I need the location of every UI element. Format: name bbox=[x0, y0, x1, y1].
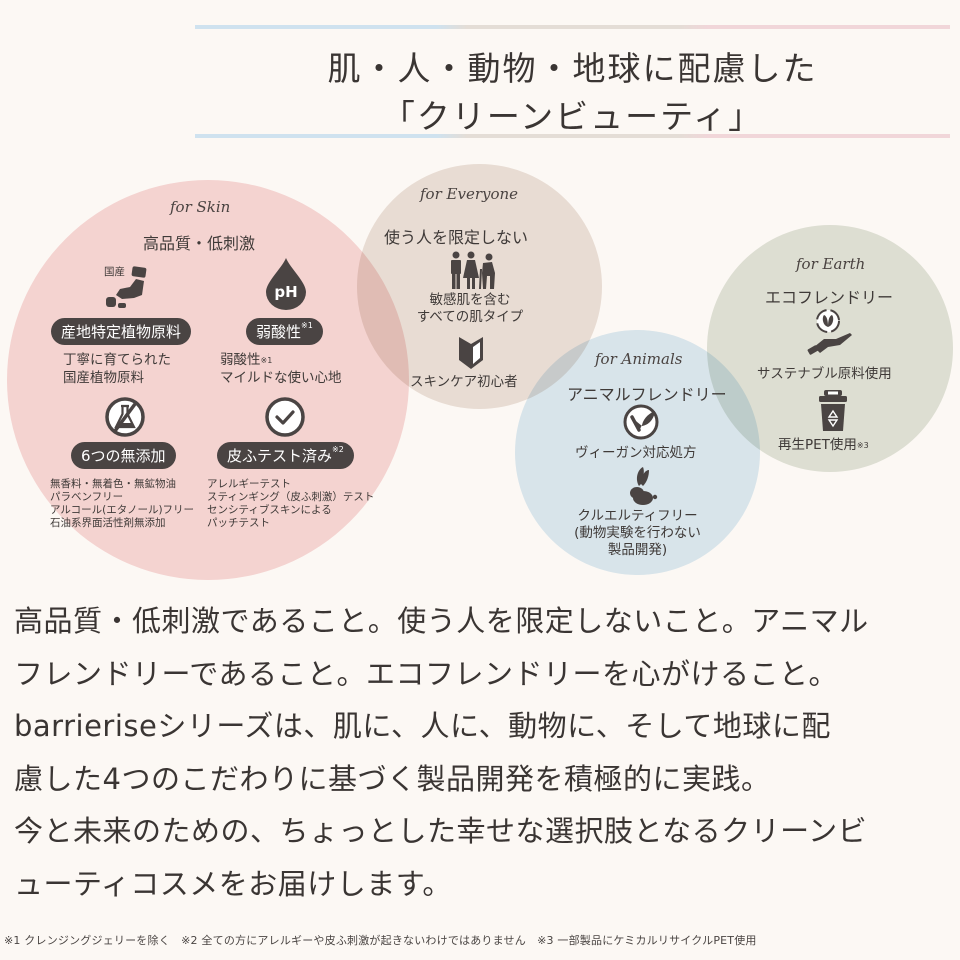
additive-free-desc-3: アルコール(エタノール)フリー bbox=[50, 504, 195, 516]
domestic-label: 国産 bbox=[104, 266, 125, 278]
skin-tested-desc-3: センシティブスキンによる bbox=[207, 504, 332, 516]
earth-heading: エコフレンドリー bbox=[765, 288, 894, 307]
body-line-3: barrieriseシリーズは、肌に、人に、動物に、そして地球に配 bbox=[14, 709, 831, 743]
additive-free-desc-4: 石油系界面活性剤無添加 bbox=[50, 517, 166, 529]
recycle-bin-icon bbox=[818, 390, 848, 432]
animals-item2: クルエルティフリー (動物実験を行わない 製品開発) bbox=[565, 508, 710, 559]
no-chemical-flask-icon bbox=[104, 396, 146, 438]
earth-item1: サステナブル原料使用 bbox=[757, 366, 892, 382]
everyone-script-label: for Everyone bbox=[420, 185, 519, 203]
animals-item2-line1: クルエルティフリー bbox=[577, 508, 698, 524]
everyone-item1-line1: 敏感肌を含む bbox=[429, 292, 511, 308]
body-line-5: 今と未来のための、ちょっとした幸せな選択肢となるクリーンビ bbox=[14, 814, 868, 848]
skin-script-label: for Skin bbox=[170, 198, 231, 216]
skin-circle bbox=[7, 180, 409, 580]
origin-plants-pill: 産地特定植物原料 bbox=[51, 318, 192, 345]
weak-acid-desc-1: 弱酸性※1 bbox=[220, 352, 273, 368]
people-icon bbox=[448, 251, 500, 291]
body-line-6: ューティコスメをお届けします。 bbox=[14, 866, 452, 901]
footnote: ※1 クレンジングジェリーを除く ※2 全ての方にアレルギーや皮ふ刺激が起きない… bbox=[4, 934, 757, 947]
everyone-item1-line2: すべての肌タイプ bbox=[416, 309, 524, 325]
skin-tested-desc-4: パッチテスト bbox=[207, 517, 270, 529]
origin-plants-desc-2: 国産植物原料 bbox=[63, 370, 144, 386]
earth-script-label: for Earth bbox=[796, 255, 866, 273]
animals-script-label: for Animals bbox=[595, 350, 683, 368]
weak-acid-pill: 弱酸性※1 bbox=[246, 318, 323, 345]
japan-map-icon bbox=[100, 265, 150, 313]
beginner-mark-icon bbox=[458, 336, 484, 370]
page-title-line1: 肌・人・動物・地球に配慮した bbox=[327, 49, 818, 88]
skin-heading: 高品質・低刺激 bbox=[143, 234, 256, 253]
everyone-item2: スキンケア初心者 bbox=[410, 374, 518, 390]
earth-item2: 再生PET使用※3 bbox=[778, 437, 869, 453]
everyone-item1: 敏感肌を含む すべての肌タイプ bbox=[415, 292, 525, 326]
rabbit-icon bbox=[625, 466, 659, 506]
skin-tested-desc: アレルギーテスト スティンギング（皮ふ刺激）テスト センシティブスキンによる パ… bbox=[207, 478, 374, 530]
additive-free-pill: 6つの無添加 bbox=[71, 442, 176, 469]
body-line-1: 高品質・低刺激であること。使う人を限定しないこと。アニマル bbox=[14, 604, 869, 638]
body-line-2: フレンドリーであること。エコフレンドリーを心がけること。 bbox=[14, 656, 838, 691]
additive-free-desc: 無香料・無着色・無鉱物油 パラベンフリー アルコール(エタノール)フリー 石油系… bbox=[50, 478, 194, 530]
skin-tested-desc-2: スティンギング（皮ふ刺激）テスト bbox=[207, 491, 375, 503]
skin-tested-pill: 皮ふテスト済み※2 bbox=[217, 442, 354, 469]
body-paragraph: 高品質・低刺激であること。使う人を限定しないこと。アニマル フレンドリーであるこ… bbox=[14, 595, 954, 910]
everyone-heading: 使う人を限定しない bbox=[384, 228, 529, 247]
vegan-leaf-icon bbox=[622, 403, 660, 441]
weak-acid-desc-2: マイルドな使い心地 bbox=[220, 370, 342, 386]
body-line-4: 慮した4つのこだわりに基づく製品開発を積極的に実践。 bbox=[14, 761, 771, 796]
animals-item2-line3: 製品開発) bbox=[607, 542, 668, 558]
header-bottom-line bbox=[195, 134, 950, 138]
check-circle-icon bbox=[264, 396, 306, 438]
page-title-line2: 「クリーンビューティ」 bbox=[381, 97, 764, 136]
svg-text:pH: pH bbox=[274, 283, 297, 301]
ph-drop-icon: pH bbox=[264, 256, 308, 310]
animals-heading: アニマルフレンドリー bbox=[567, 385, 727, 404]
animals-item1: ヴィーガン対応処方 bbox=[575, 445, 697, 461]
animals-item2-line2: (動物実験を行わない bbox=[574, 525, 701, 541]
header-top-line bbox=[195, 25, 950, 29]
additive-free-desc-1: 無香料・無着色・無鉱物油 bbox=[50, 478, 176, 490]
additive-free-desc-2: パラベンフリー bbox=[50, 491, 124, 503]
sustainable-hand-icon bbox=[806, 307, 856, 359]
origin-plants-desc-1: 丁寧に育てられた bbox=[63, 352, 171, 368]
skin-tested-desc-1: アレルギーテスト bbox=[207, 478, 291, 490]
